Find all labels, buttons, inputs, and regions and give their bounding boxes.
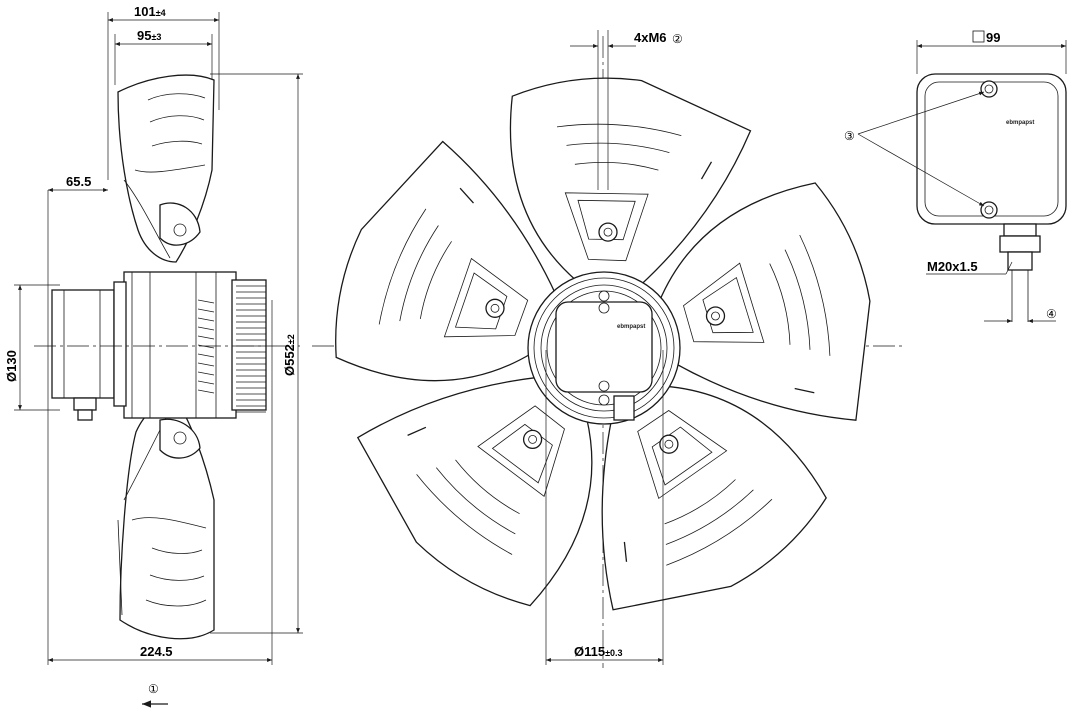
dim-101-label: 101±4 bbox=[134, 4, 166, 19]
callout-2: ② bbox=[672, 32, 683, 46]
gland-thread-label: M20x1.5 bbox=[927, 259, 978, 274]
box-brand-label: ebmpapst bbox=[1006, 120, 1034, 126]
front-view: ebmpapst bbox=[312, 30, 905, 668]
dim-115-label: Ø115±0.3 bbox=[574, 644, 623, 659]
dim-224-5-label: 224.5 bbox=[140, 644, 173, 659]
fan-blade bbox=[509, 77, 752, 287]
dim-130-label: Ø130 bbox=[4, 350, 19, 382]
callout-3: ③ bbox=[844, 129, 855, 143]
square-symbol bbox=[972, 30, 985, 43]
fan-blade bbox=[335, 140, 557, 382]
dim-99-label: 99 bbox=[986, 30, 1000, 45]
fan-blade bbox=[356, 376, 593, 607]
fan-blade bbox=[658, 182, 871, 421]
terminal-box-view: ebmpapst bbox=[857, 40, 1067, 323]
fan-blade bbox=[601, 385, 827, 611]
callout-1: ① bbox=[148, 682, 159, 696]
side-view bbox=[14, 12, 303, 665]
dim-552-label: Ø552±2 bbox=[282, 334, 297, 376]
hub-brand-label: ebmpapst bbox=[617, 324, 645, 330]
dim-95-label: 95±3 bbox=[137, 28, 161, 43]
dim-65-5-label: 65.5 bbox=[66, 174, 91, 189]
callout-4: ④ bbox=[1046, 307, 1057, 321]
dim-bolts-label: 4xM6 bbox=[634, 30, 667, 45]
